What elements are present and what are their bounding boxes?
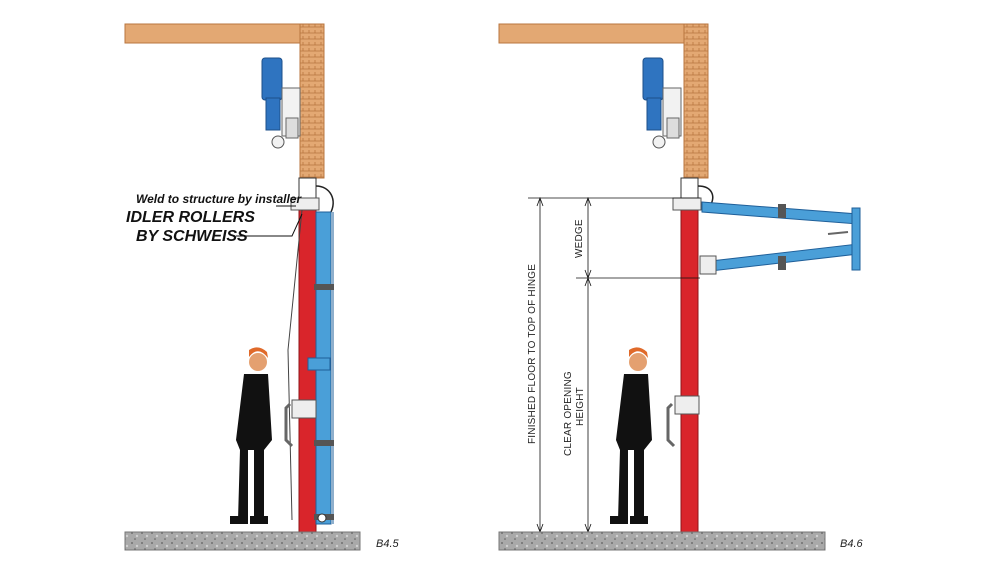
door-panel-open xyxy=(699,201,861,275)
structure-wall xyxy=(683,23,709,179)
person-figure xyxy=(610,347,652,524)
dim-clear-opening-2: HEIGHT xyxy=(575,387,586,426)
structure-wall xyxy=(299,23,325,179)
column xyxy=(298,177,317,533)
idler-note-line2: BY SCHWEISS xyxy=(136,228,248,245)
figure-id-left: B4.5 xyxy=(376,538,400,550)
door-latch xyxy=(666,395,700,448)
floor-slab xyxy=(124,531,361,551)
dim-finished-floor: FINISHED FLOOR TO TOP OF HINGE xyxy=(527,264,538,444)
idler-note-line1: IDLER ROLLERS xyxy=(126,209,255,226)
header-beam xyxy=(498,23,708,44)
right-panel: WEDGE FINISHED FLOOR TO TOP OF HINGE CLE… xyxy=(498,23,864,551)
hydraulic-motor xyxy=(642,57,682,149)
lift-cable xyxy=(287,209,303,521)
person-figure xyxy=(230,347,272,524)
hinge xyxy=(290,185,334,215)
door-latch xyxy=(284,399,317,448)
header-beam xyxy=(124,23,321,44)
floor-slab xyxy=(498,531,826,551)
dimension-lines xyxy=(528,196,700,534)
idler-leader xyxy=(236,213,303,237)
dim-wedge: WEDGE xyxy=(574,219,585,258)
bottom-roller xyxy=(317,513,327,523)
dim-clear-opening-1: CLEAR OPENING xyxy=(563,371,574,456)
column xyxy=(680,177,699,533)
hydraulic-motor xyxy=(261,57,301,149)
weld-note: Weld to structure by installer xyxy=(136,192,302,206)
left-panel: Weld to structure by installer IDLER ROL… xyxy=(124,23,400,551)
figure-id-right: B4.6 xyxy=(840,538,864,550)
